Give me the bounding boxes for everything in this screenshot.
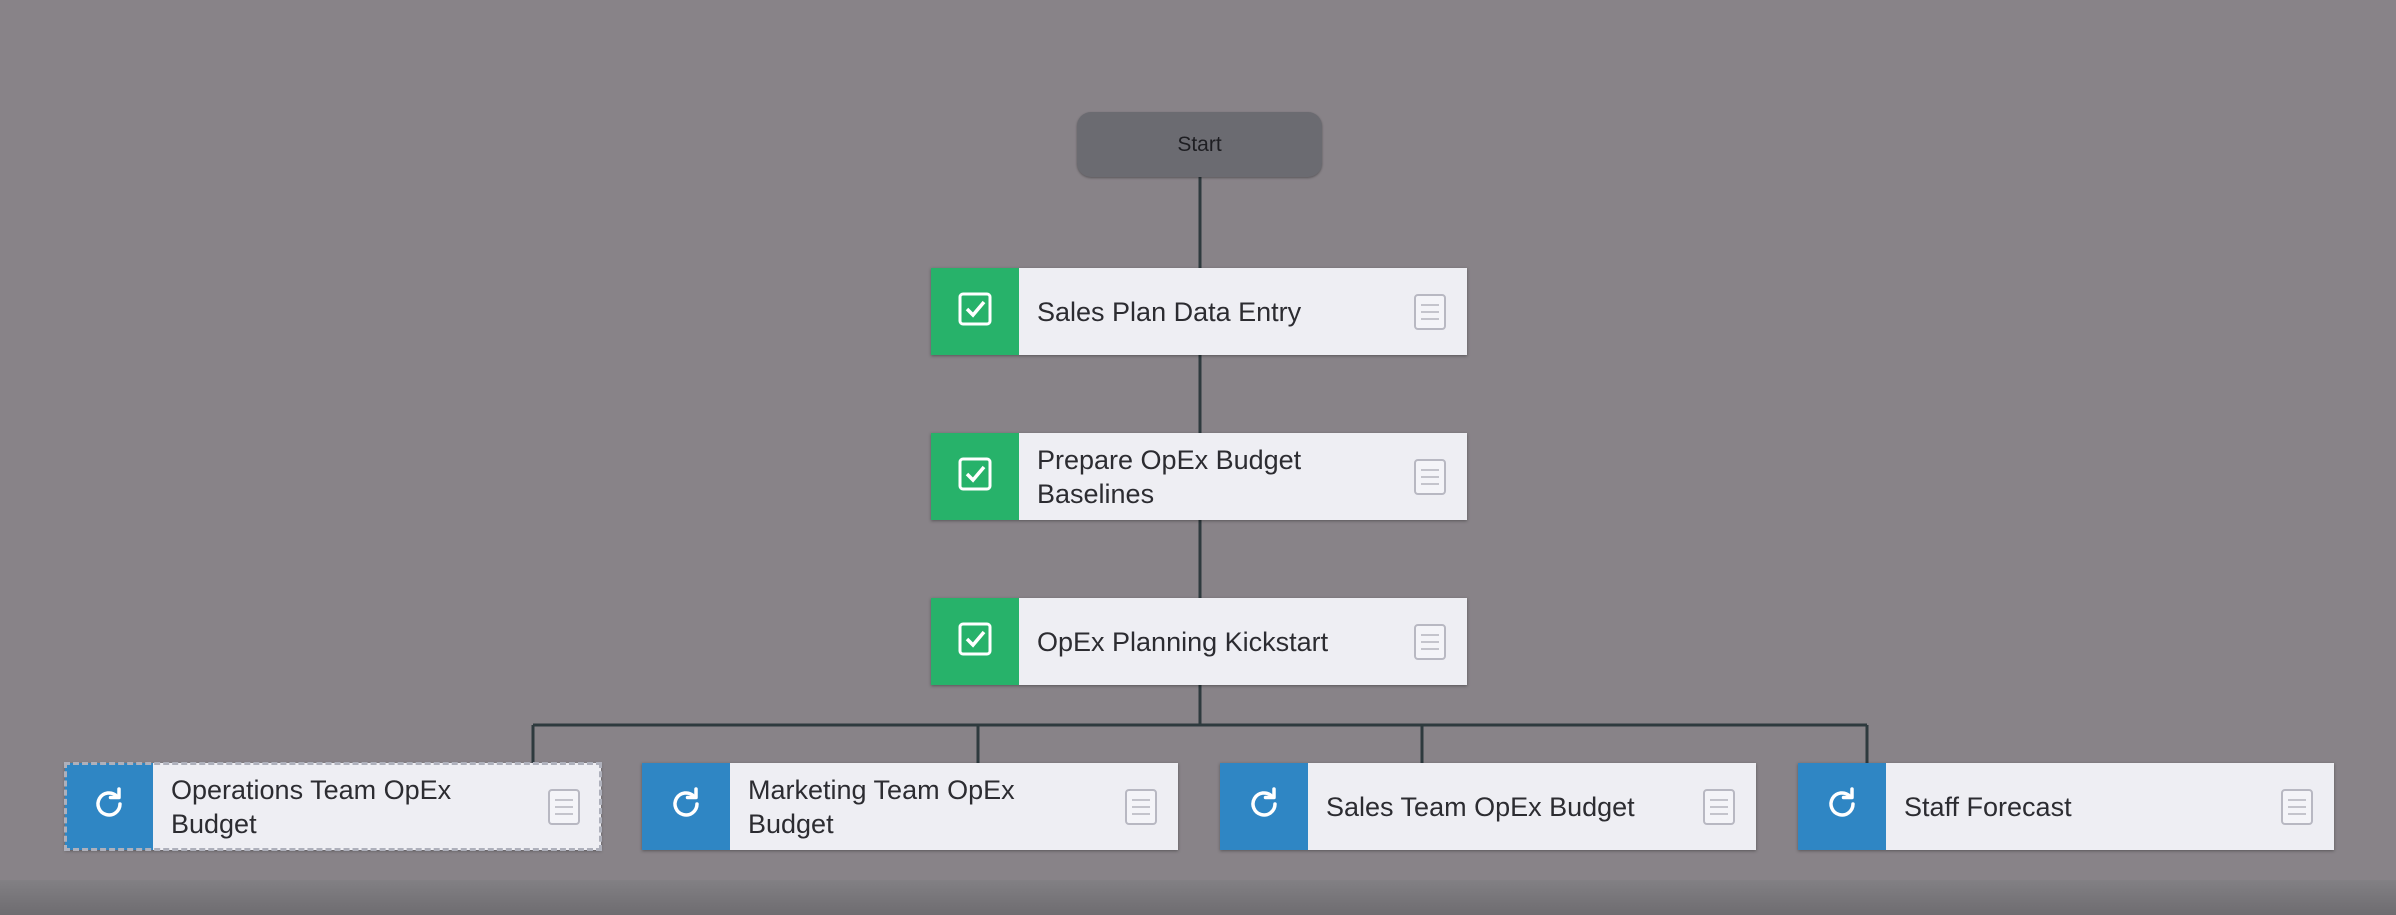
start-node-label: Start [1177, 132, 1222, 156]
task-label: Sales Team OpEx Budget [1326, 791, 1635, 822]
task-sales-plan-data-entry[interactable]: Sales Plan Data Entry [931, 268, 1467, 355]
status-complete [931, 433, 1019, 520]
status-complete [931, 268, 1019, 355]
document-icon[interactable] [527, 763, 601, 850]
bottom-shade [0, 880, 2396, 915]
task-staff-forecast[interactable]: Staff Forecast [1798, 763, 2334, 850]
task-sales-team-opex-budget[interactable]: Sales Team OpEx Budget [1220, 763, 1756, 850]
task-label: Operations Team OpEx Budget [171, 774, 452, 839]
task-label: OpEx Planning Kickstart [1037, 626, 1329, 657]
task-marketing-team-opex-budget[interactable]: Marketing Team OpEx Budget [642, 763, 1178, 850]
document-icon[interactable] [2260, 763, 2334, 850]
refresh-icon [1245, 785, 1283, 828]
task-operations-team-opex-budget[interactable]: Operations Team OpEx Budget [64, 762, 602, 851]
status-in-progress [65, 763, 153, 850]
document-icon[interactable] [1393, 268, 1467, 355]
status-in-progress [1220, 763, 1308, 850]
task-label: Sales Plan Data Entry [1037, 296, 1302, 327]
status-complete [931, 598, 1019, 685]
status-in-progress [642, 763, 730, 850]
refresh-icon [90, 785, 128, 828]
document-icon[interactable] [1682, 763, 1756, 850]
start-node[interactable]: Start [1077, 112, 1322, 177]
document-icon[interactable] [1393, 433, 1467, 520]
task-opex-planning-kickstart[interactable]: OpEx Planning Kickstart [931, 598, 1467, 685]
status-in-progress [1798, 763, 1886, 850]
task-label: Prepare OpEx Budget Baselines [1037, 444, 1302, 509]
document-icon[interactable] [1104, 763, 1178, 850]
checkbox-checked-icon [957, 456, 993, 497]
task-label: Staff Forecast [1904, 791, 2072, 822]
task-label: Marketing Team OpEx Budget [748, 774, 1015, 839]
checkbox-checked-icon [957, 291, 993, 332]
refresh-icon [1823, 785, 1861, 828]
checkbox-checked-icon [957, 621, 993, 662]
document-icon[interactable] [1393, 598, 1467, 685]
task-prepare-opex-budget-baselines[interactable]: Prepare OpEx Budget Baselines [931, 433, 1467, 520]
refresh-icon [667, 785, 705, 828]
